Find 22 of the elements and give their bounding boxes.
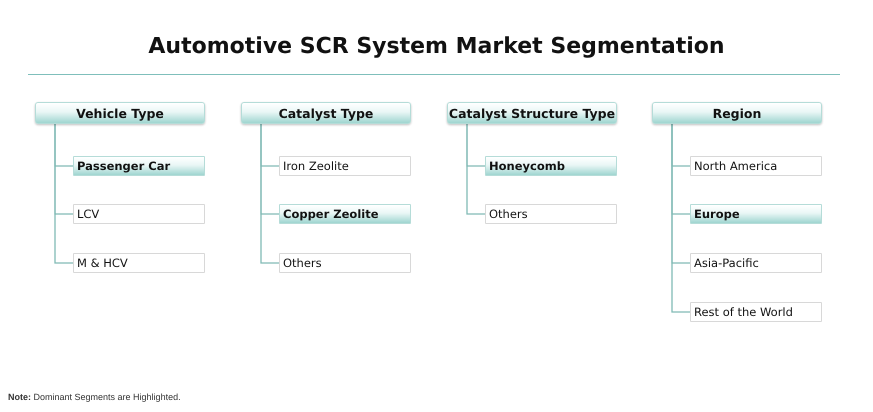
- segment-box: LCV: [73, 204, 205, 224]
- tree-connector: [54, 124, 73, 264]
- tree-connector: [466, 124, 485, 215]
- highlighted-segment-box: Passenger Car: [73, 156, 205, 176]
- segment-box: Others: [485, 204, 617, 224]
- segment-box: Rest of the World: [690, 302, 822, 322]
- segment-box: M & HCV: [73, 253, 205, 273]
- segment-box: Asia-Pacific: [690, 253, 822, 273]
- highlighted-segment-box: Europe: [690, 204, 822, 224]
- highlighted-segment-box: Copper Zeolite: [279, 204, 411, 224]
- diagram-title: Automotive SCR System Market Segmentation: [147, 34, 726, 59]
- segment-box: Others: [279, 253, 411, 273]
- category-header: Catalyst Type: [241, 102, 411, 124]
- segment-box: Iron Zeolite: [279, 156, 411, 176]
- category-header: Region: [652, 102, 822, 124]
- tree-connector: [260, 124, 279, 264]
- category-header: Vehicle Type: [35, 102, 205, 124]
- highlighted-segment-box: Honeycomb: [485, 156, 617, 176]
- segment-box: North America: [690, 156, 822, 176]
- tree-connector: [671, 124, 690, 313]
- category-header: Catalyst Structure Type: [447, 102, 617, 124]
- note-text: Note: Dominant Segments are Highlighted.: [8, 392, 181, 402]
